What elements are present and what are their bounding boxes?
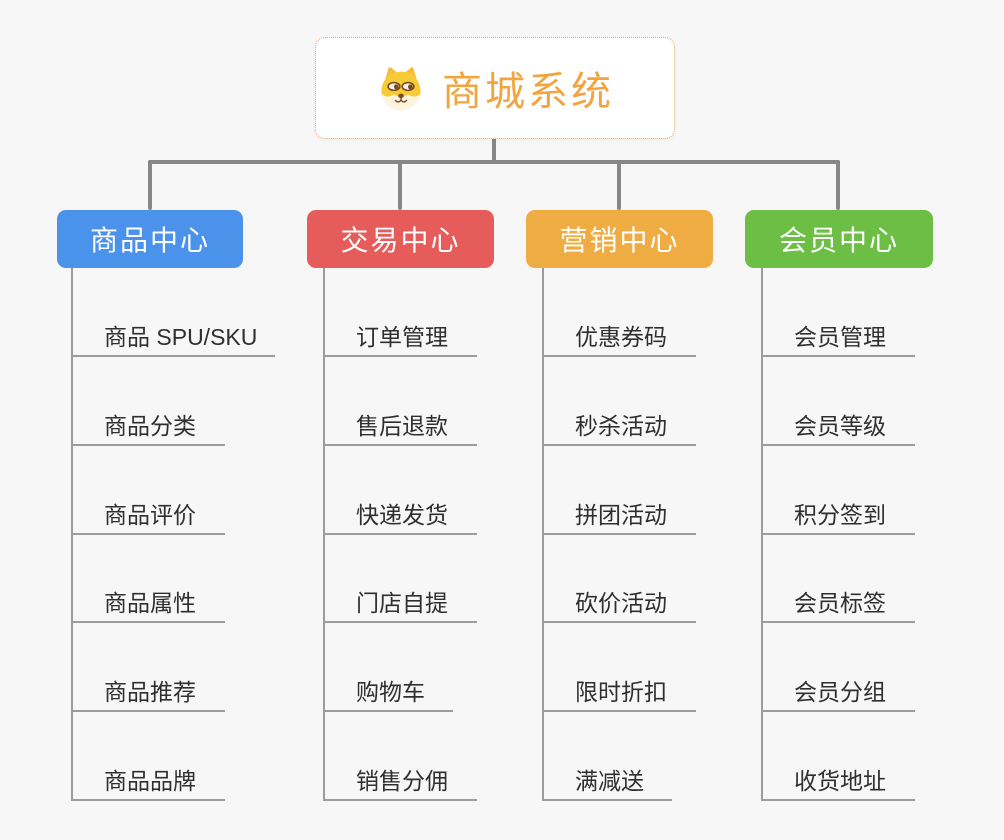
leaf-label: 限时折扣 bbox=[575, 679, 667, 705]
connector-branch-stub bbox=[617, 160, 621, 210]
connector-root-stub bbox=[492, 138, 496, 162]
leaf-label: 秒杀活动 bbox=[575, 413, 667, 439]
leaf-label: 积分签到 bbox=[794, 502, 886, 528]
leaf-label: 会员管理 bbox=[794, 324, 886, 350]
leaf-label: 砍价活动 bbox=[575, 590, 667, 616]
branch-trade-center[interactable]: 交易中心 bbox=[307, 210, 494, 268]
leaf-item[interactable]: 商品 SPU/SKU bbox=[72, 317, 275, 357]
branch-label: 交易中心 bbox=[340, 225, 461, 256]
branch-label: 营销中心 bbox=[559, 225, 680, 256]
root-node[interactable]: 商城系统 bbox=[315, 37, 675, 139]
branch-label: 商品中心 bbox=[89, 225, 210, 256]
leaf-label: 售后退款 bbox=[356, 413, 448, 439]
leaf-label: 商品推荐 bbox=[104, 679, 196, 705]
leaf-label: 优惠券码 bbox=[575, 324, 667, 350]
leaf-label: 购物车 bbox=[356, 679, 425, 705]
leaf-label: 会员等级 bbox=[794, 413, 886, 439]
leaf-label: 满减送 bbox=[575, 768, 644, 794]
leaf-item[interactable]: 商品评价 bbox=[72, 495, 225, 535]
leaf-item[interactable]: 会员等级 bbox=[762, 406, 915, 446]
leaf-item[interactable]: 会员管理 bbox=[762, 317, 915, 357]
branch-label: 会员中心 bbox=[778, 225, 899, 256]
leaf-item[interactable]: 订单管理 bbox=[324, 317, 477, 357]
leaf-label: 销售分佣 bbox=[356, 768, 448, 794]
leaf-label: 拼团活动 bbox=[575, 502, 667, 528]
leaf-label: 会员标签 bbox=[794, 590, 886, 616]
leaf-item[interactable]: 秒杀活动 bbox=[543, 406, 696, 446]
leaf-label: 会员分组 bbox=[794, 679, 886, 705]
connector-branch-stub bbox=[148, 160, 152, 210]
leaf-item[interactable]: 砍价活动 bbox=[543, 583, 696, 623]
connector-branch-stub bbox=[398, 160, 402, 210]
leaf-item[interactable]: 商品属性 bbox=[72, 583, 225, 623]
leaf-item[interactable]: 商品品牌 bbox=[72, 761, 225, 801]
connector-horizontal-bar bbox=[148, 160, 840, 164]
leaf-label: 快递发货 bbox=[356, 502, 448, 528]
connector-branch-stub bbox=[836, 160, 840, 210]
leaf-item[interactable]: 会员分组 bbox=[762, 672, 915, 712]
leaf-item[interactable]: 优惠券码 bbox=[543, 317, 696, 357]
leaf-item[interactable]: 快递发货 bbox=[324, 495, 477, 535]
leaf-item[interactable]: 门店自提 bbox=[324, 583, 477, 623]
branch-product-center[interactable]: 商品中心 bbox=[57, 210, 243, 268]
leaf-label: 商品分类 bbox=[104, 413, 196, 439]
leaf-item[interactable]: 会员标签 bbox=[762, 583, 915, 623]
leaf-item[interactable]: 商品推荐 bbox=[72, 672, 225, 712]
leaf-item[interactable]: 满减送 bbox=[543, 761, 672, 801]
leaf-item[interactable]: 拼团活动 bbox=[543, 495, 696, 535]
root-title: 商城系统 bbox=[442, 70, 614, 114]
branch-marketing-center[interactable]: 营销中心 bbox=[526, 210, 713, 268]
shiba-dog-icon bbox=[376, 64, 426, 112]
leaf-item[interactable]: 积分签到 bbox=[762, 495, 915, 535]
leaf-item[interactable]: 商品分类 bbox=[72, 406, 225, 446]
leaf-label: 商品品牌 bbox=[104, 768, 196, 794]
leaf-label: 商品 SPU/SKU bbox=[104, 324, 258, 350]
leaf-label: 订单管理 bbox=[356, 324, 448, 350]
leaf-item[interactable]: 销售分佣 bbox=[324, 761, 477, 801]
leaf-item[interactable]: 收货地址 bbox=[762, 761, 915, 801]
leaf-label: 商品评价 bbox=[104, 502, 196, 528]
leaf-label: 门店自提 bbox=[356, 590, 448, 616]
leaf-item[interactable]: 售后退款 bbox=[324, 406, 477, 446]
leaf-item[interactable]: 限时折扣 bbox=[543, 672, 696, 712]
leaf-label: 收货地址 bbox=[794, 768, 886, 794]
leaf-label: 商品属性 bbox=[104, 590, 196, 616]
leaf-item[interactable]: 购物车 bbox=[324, 672, 453, 712]
branch-member-center[interactable]: 会员中心 bbox=[745, 210, 933, 268]
